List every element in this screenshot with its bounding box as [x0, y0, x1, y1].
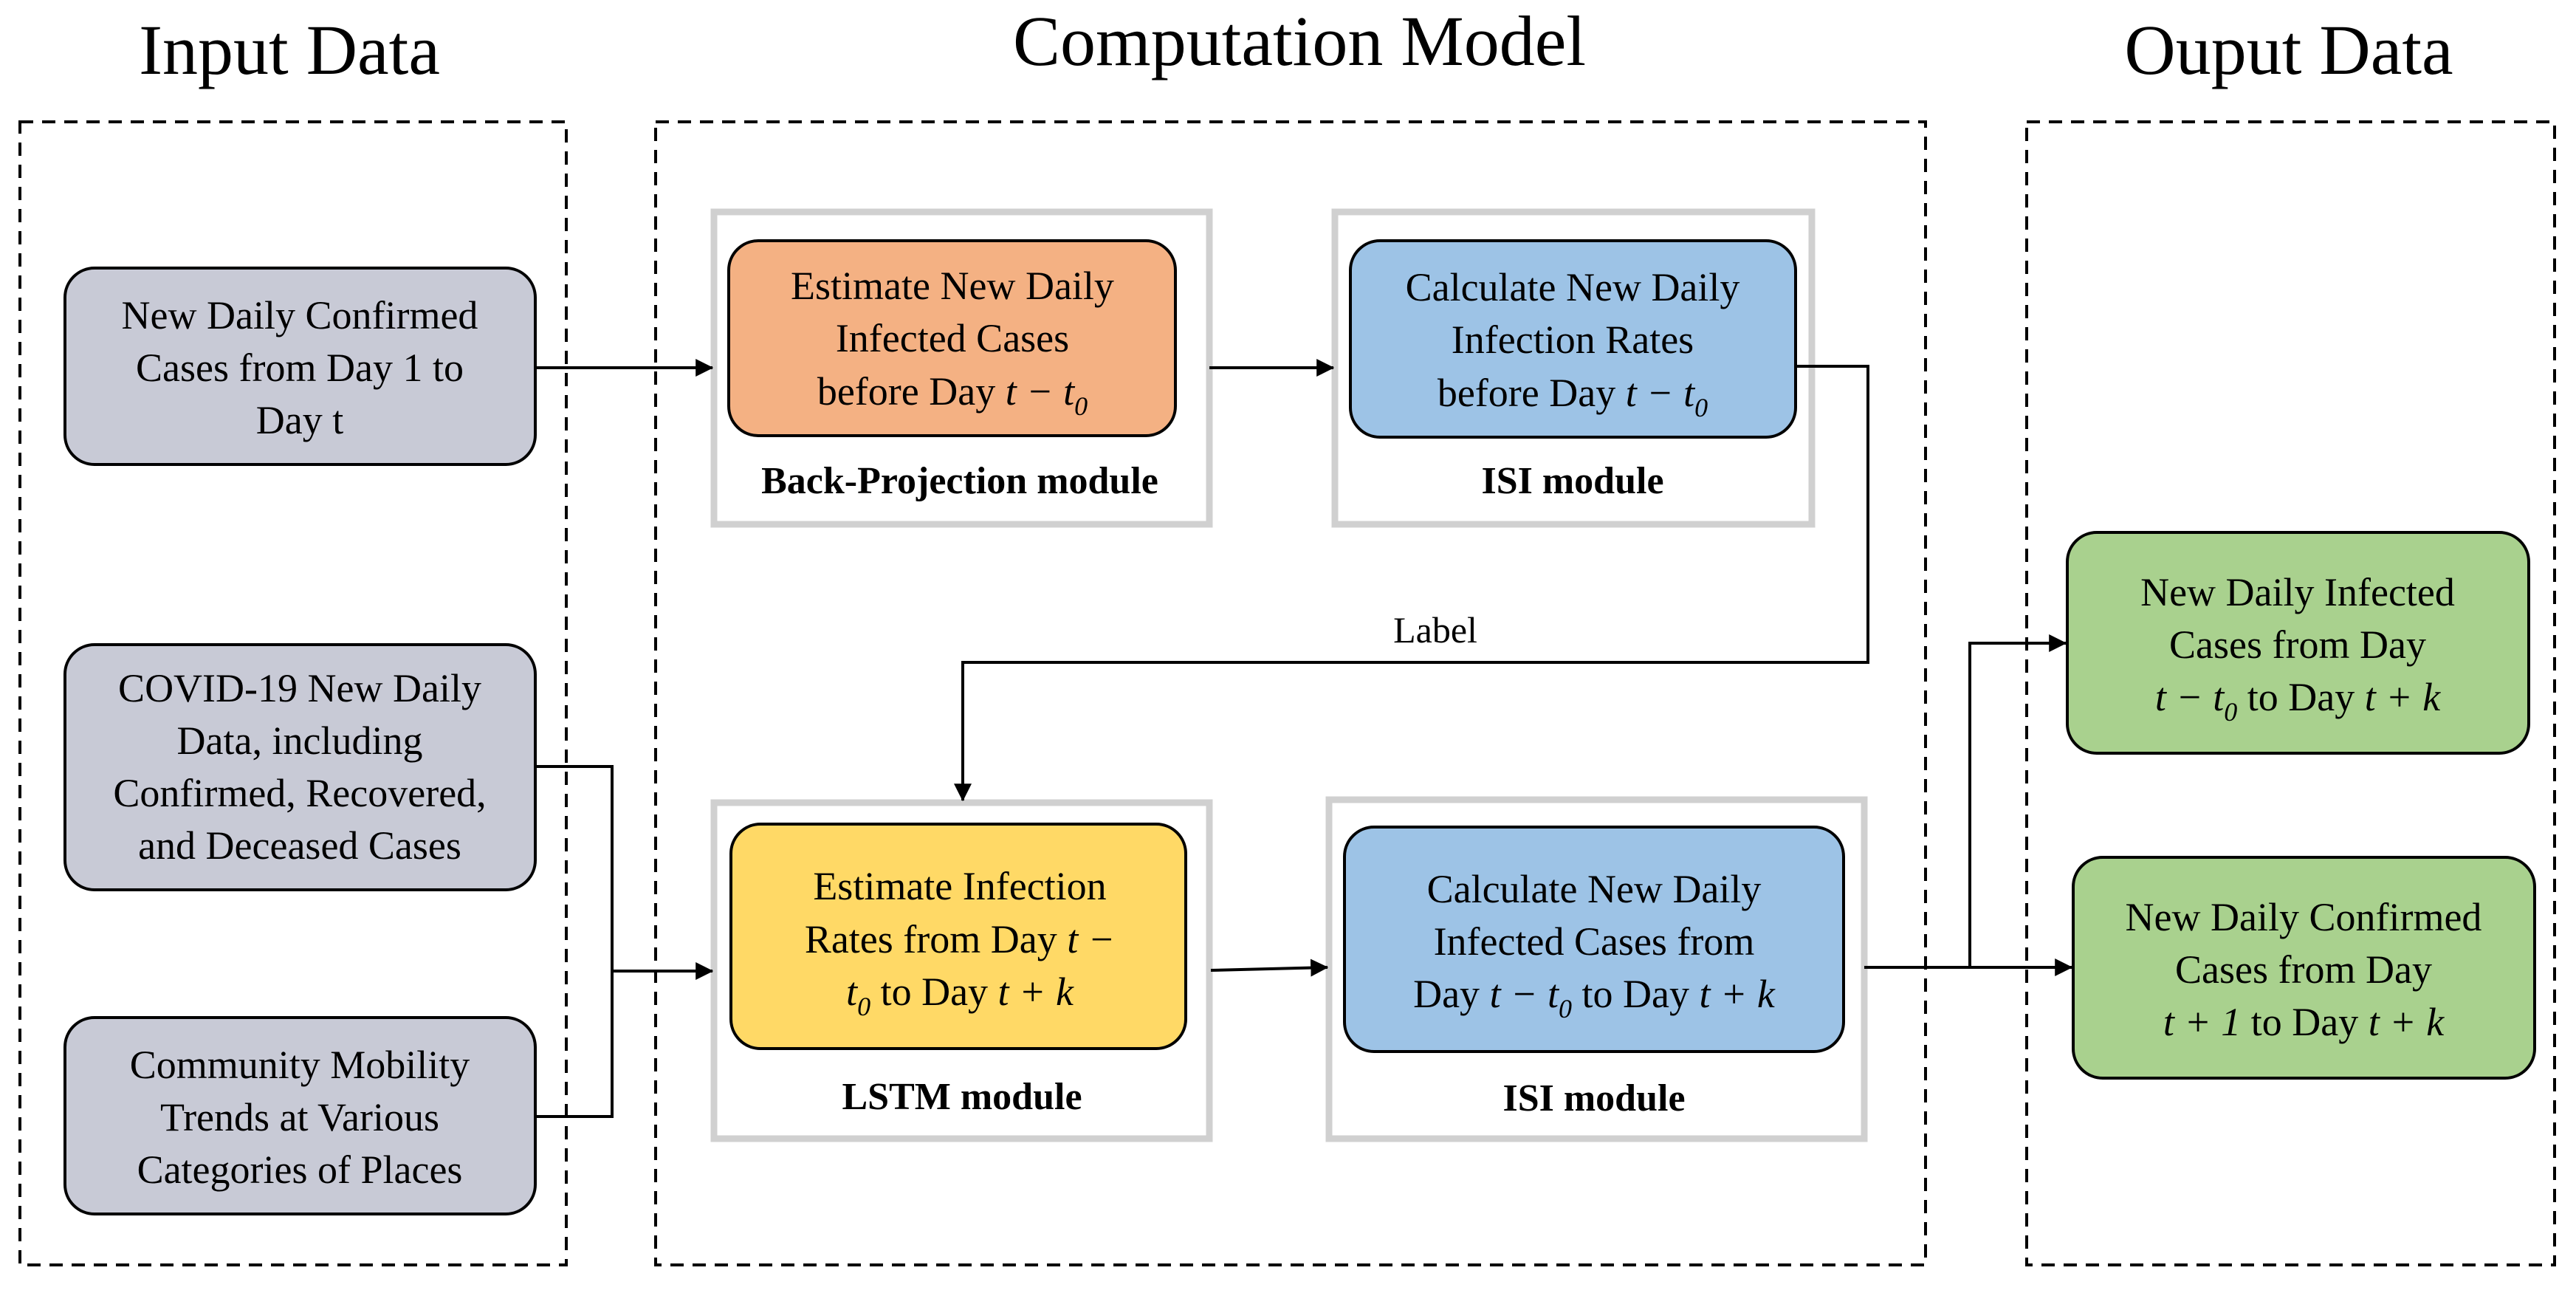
model-section-title: Computation Model: [1013, 1, 1586, 80]
isi-top-module-frame: [1331, 208, 1816, 528]
box-line-with-math: t − t0 to Day t + k: [2155, 675, 2441, 727]
output-box-confirmed: New Daily Confirmed Cases from Day t + 1…: [2072, 856, 2536, 1080]
input-section-title: Input Data: [139, 10, 440, 89]
arrow-isi-to-output-infected: [1968, 634, 2067, 967]
input-line: COVID-19 New Daily: [118, 666, 481, 710]
isi-bottom-module-frame: [1325, 796, 1868, 1142]
input-line: Categories of Places: [137, 1148, 463, 1192]
box-line-with-math: before Day t − t0: [817, 369, 1088, 421]
isi-top-box: Calculate New Daily Infection Rates befo…: [1349, 239, 1797, 439]
box-line-with-math: before Day t − t0: [1438, 371, 1708, 422]
box-line: Calculate New Daily: [1406, 265, 1740, 309]
box-line-with-math: t0 to Day t + k: [846, 970, 1074, 1021]
output-section-title: Ouput Data: [2124, 10, 2453, 89]
edge-label: Label: [1393, 609, 1477, 651]
connectors: [535, 359, 2073, 1118]
isi-top-module-label: ISI module: [1481, 460, 1663, 502]
back-projection-module-label: Back-Projection module: [761, 460, 1158, 502]
box-line: Infected Cases: [836, 316, 1069, 360]
box-line: New Daily Infected: [2140, 570, 2455, 614]
input-line: Day t: [256, 398, 343, 442]
output-section-frame: [2025, 120, 2556, 1266]
input-line: Community Mobility: [130, 1043, 470, 1087]
box-line: Cases from Day: [2175, 947, 2432, 992]
box-line: Estimate New Daily: [791, 264, 1114, 308]
box-line: Estimate Infection: [813, 864, 1106, 908]
box-line: Infection Rates: [1452, 318, 1694, 362]
box-line-with-math: Rates from Day t −: [805, 917, 1115, 961]
box-line-with-math: Day t − t0 to Day t + k: [1413, 972, 1776, 1023]
isi-bottom-box: Calculate New Daily Infected Cases from …: [1343, 826, 1845, 1053]
input-box-covid-data: COVID-19 New Daily Data, including Confi…: [63, 643, 537, 891]
input-line: Confirmed, Recovered,: [113, 771, 486, 815]
lstm-box: Estimate Infection Rates from Day t − t0…: [729, 823, 1187, 1050]
input-box-mobility: Community Mobility Trends at Various Cat…: [63, 1016, 537, 1215]
box-line-with-math: t + 1 to Day t + k: [2163, 1000, 2445, 1044]
box-line: Cases from Day: [2169, 623, 2426, 667]
input-section-frame: [18, 120, 568, 1266]
connector-inputs-merge: [535, 765, 614, 1118]
input-line: Data, including: [177, 718, 423, 763]
box-line: Calculate New Daily: [1427, 867, 1762, 911]
input-line: Cases from Day 1 to: [136, 346, 464, 390]
box-line: Infected Cases from: [1434, 919, 1755, 964]
input-box-confirmed: New Daily Confirmed Cases from Day 1 to …: [63, 267, 537, 466]
arrow-isi-to-lstm-label: [954, 365, 1869, 802]
input-line: New Daily Confirmed: [122, 293, 478, 337]
input-line: and Deceased Cases: [138, 823, 461, 868]
lstm-module-label: LSTM module: [842, 1076, 1082, 1118]
box-line: New Daily Confirmed: [2126, 895, 2482, 939]
output-box-infected: New Daily Infected Cases from Day t − t0…: [2066, 531, 2530, 755]
lstm-module-frame: [710, 799, 1213, 1142]
input-line: Trends at Various: [160, 1095, 439, 1139]
arrow-lstm-to-isi: [1210, 958, 1329, 977]
model-section-frame: [654, 120, 1927, 1266]
isi-bottom-module-label: ISI module: [1502, 1077, 1685, 1119]
back-projection-box: Estimate New Daily Infected Cases before…: [727, 239, 1177, 437]
